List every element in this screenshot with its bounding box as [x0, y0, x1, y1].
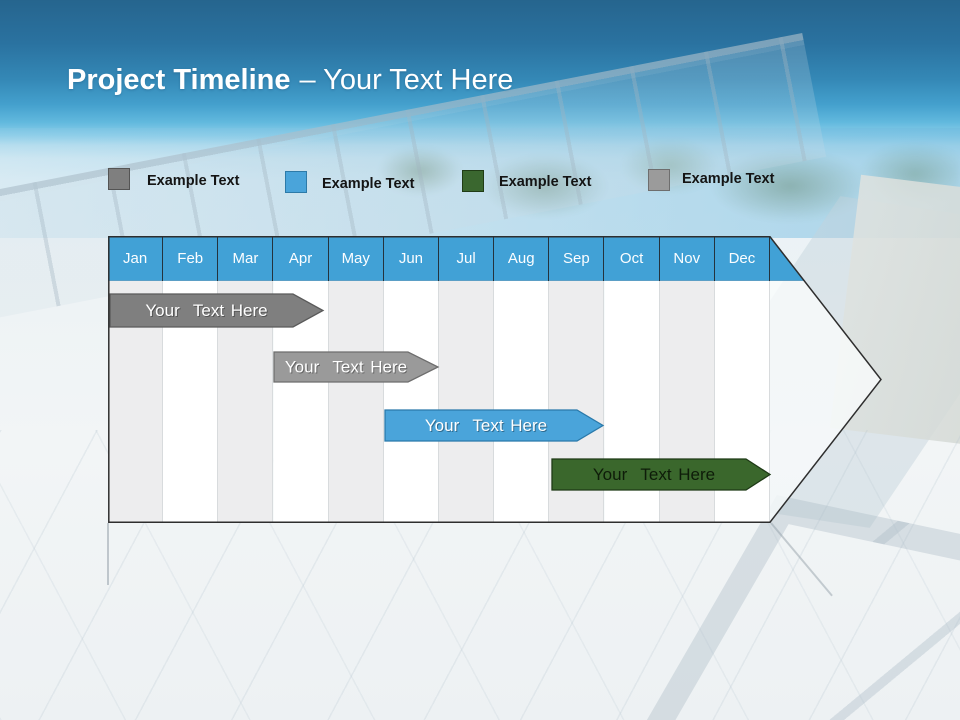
bar-label: Your Text Here [593, 465, 715, 484]
month-header-jan: Jan [108, 236, 164, 281]
background-post-line [107, 523, 109, 585]
month-column-jul [439, 281, 495, 523]
month-column-aug [494, 281, 550, 523]
month-header-oct: Oct [605, 236, 660, 281]
month-header-mar: Mar [218, 236, 274, 281]
month-header-sep: Sep [549, 236, 605, 281]
legend-swatch-blue [285, 171, 307, 193]
bar-label: Your Text Here [285, 358, 407, 377]
legend-label: Example Text [147, 173, 240, 189]
month-header-nov: Nov [660, 236, 715, 281]
legend-swatch-gray [108, 168, 130, 190]
legend-swatch-lightgray [648, 169, 670, 191]
month-header-dec: Dec [715, 236, 770, 281]
month-header-feb: Feb [163, 236, 219, 281]
legend-label: Example Text [322, 176, 415, 192]
bar-label: Your Text Here [145, 301, 267, 320]
month-column-may [328, 281, 384, 523]
legend-label: Example Text [499, 174, 592, 190]
month-header-aug: Aug [494, 236, 550, 281]
title-suffix: – Your Text Here [299, 64, 514, 96]
legend-swatch-green [462, 170, 484, 192]
page-title: Project Timeline– Your Text Here [67, 63, 513, 97]
bar-label: Your Text Here [425, 416, 547, 435]
month-header-may: May [329, 236, 384, 281]
title-main: Project Timeline [67, 64, 291, 96]
month-header-jul: Jul [439, 236, 495, 281]
timeline-bar-4-sep-dec: Your Text Here [551, 458, 772, 491]
month-column-jun [383, 281, 439, 523]
month-header-apr: Apr [274, 236, 329, 281]
month-header-jun: Jun [384, 236, 439, 281]
legend-label: Example Text [682, 171, 775, 187]
